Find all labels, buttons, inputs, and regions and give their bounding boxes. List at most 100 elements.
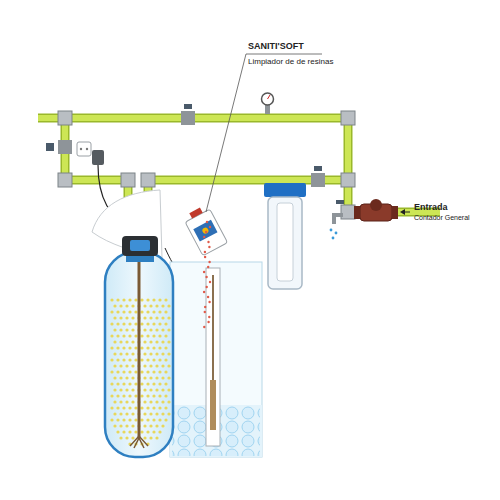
bottle-label bbox=[193, 220, 217, 242]
resin-bead bbox=[125, 436, 128, 439]
leader-line bbox=[206, 54, 322, 212]
inlet-label: Entrada bbox=[414, 202, 448, 212]
water-meter bbox=[354, 199, 398, 221]
resin-bead bbox=[140, 322, 143, 325]
cleaner-drop bbox=[208, 301, 210, 303]
cleaner-drop bbox=[206, 221, 208, 223]
valve-handle bbox=[46, 143, 54, 151]
resin-bead bbox=[143, 424, 146, 427]
resin-bead bbox=[146, 382, 149, 385]
brine-float bbox=[210, 380, 216, 430]
resin-bead bbox=[146, 322, 149, 325]
resin-bead bbox=[149, 316, 152, 319]
resin-bead bbox=[158, 346, 161, 349]
resin-bead bbox=[140, 346, 143, 349]
gauge-needle bbox=[268, 95, 271, 99]
resin-bead bbox=[122, 322, 125, 325]
socket-hole bbox=[86, 148, 88, 150]
resin-bead bbox=[146, 334, 149, 337]
resin-bead bbox=[122, 346, 125, 349]
resin-bead bbox=[146, 394, 149, 397]
resin-bead bbox=[149, 364, 152, 367]
resin-bead bbox=[155, 364, 158, 367]
resin-bead bbox=[164, 370, 167, 373]
resin-bead bbox=[122, 394, 125, 397]
resin-bead bbox=[113, 424, 116, 427]
resin-bead bbox=[134, 346, 137, 349]
resin-bead bbox=[110, 322, 113, 325]
resin-bead bbox=[128, 418, 131, 421]
resin-bead bbox=[134, 394, 137, 397]
resin-bead bbox=[161, 340, 164, 343]
resin-bead bbox=[119, 412, 122, 415]
resin-bead bbox=[161, 388, 164, 391]
resin-bead bbox=[125, 328, 128, 331]
resin-bead bbox=[143, 352, 146, 355]
resin-bead bbox=[164, 322, 167, 325]
cleaner-drop bbox=[207, 296, 209, 298]
resin-bead bbox=[158, 322, 161, 325]
resin-bead bbox=[167, 304, 170, 307]
valve-body bbox=[311, 173, 325, 187]
head-base bbox=[126, 256, 154, 262]
water-drop bbox=[335, 232, 338, 235]
resin-bead bbox=[152, 358, 155, 361]
socket-hole bbox=[80, 148, 82, 150]
resin-bead bbox=[164, 334, 167, 337]
resin-bead bbox=[113, 364, 116, 367]
resin-bead bbox=[116, 418, 119, 421]
resin-bead bbox=[128, 430, 131, 433]
resin-bead bbox=[119, 400, 122, 403]
tee bbox=[341, 173, 355, 187]
resin-bead bbox=[116, 310, 119, 313]
cleaner-drop bbox=[204, 311, 206, 313]
resin-bead bbox=[167, 388, 170, 391]
resin-bead bbox=[161, 328, 164, 331]
resin-bead bbox=[152, 382, 155, 385]
resin-bead bbox=[122, 370, 125, 373]
resin-bead bbox=[119, 424, 122, 427]
resin-bead bbox=[110, 418, 113, 421]
resin-bead bbox=[110, 310, 113, 313]
resin-bead bbox=[119, 340, 122, 343]
meter-nut bbox=[392, 206, 398, 219]
resin-bead bbox=[146, 430, 149, 433]
saniti-soft-bottle bbox=[182, 204, 227, 256]
resin-bead bbox=[128, 346, 131, 349]
cleaner-drop bbox=[203, 236, 205, 238]
resin-bead bbox=[131, 364, 134, 367]
cleaner-drop bbox=[209, 226, 211, 228]
pressure-gauge bbox=[262, 93, 274, 114]
resin-bead bbox=[131, 316, 134, 319]
resin-bead bbox=[140, 310, 143, 313]
resin-bead bbox=[122, 406, 125, 409]
resin-bead bbox=[167, 376, 170, 379]
resin-bead bbox=[116, 346, 119, 349]
resin-bead bbox=[131, 436, 134, 439]
resin-bead bbox=[110, 298, 113, 301]
meter-label: Contador General bbox=[414, 214, 470, 222]
resin-bead bbox=[155, 328, 158, 331]
resin-bead bbox=[134, 382, 137, 385]
resin-bead bbox=[152, 430, 155, 433]
resin-bead bbox=[122, 382, 125, 385]
resin-bead bbox=[140, 394, 143, 397]
resin-bead bbox=[140, 430, 143, 433]
tee bbox=[341, 205, 355, 219]
resin-bead bbox=[152, 322, 155, 325]
resin-bead bbox=[140, 358, 143, 361]
resin-bead bbox=[143, 328, 146, 331]
resin-bead bbox=[143, 376, 146, 379]
resin-bead bbox=[113, 304, 116, 307]
resin-bead bbox=[110, 406, 113, 409]
resin-bead bbox=[146, 418, 149, 421]
resin-bead bbox=[113, 388, 116, 391]
resin-bead bbox=[158, 298, 161, 301]
gauge-dial bbox=[262, 93, 274, 105]
meter-dial bbox=[370, 199, 382, 211]
resin-bead bbox=[149, 388, 152, 391]
resin-bead bbox=[161, 400, 164, 403]
resin-bead bbox=[113, 376, 116, 379]
resin-bead bbox=[155, 436, 158, 439]
resin-bead bbox=[125, 316, 128, 319]
